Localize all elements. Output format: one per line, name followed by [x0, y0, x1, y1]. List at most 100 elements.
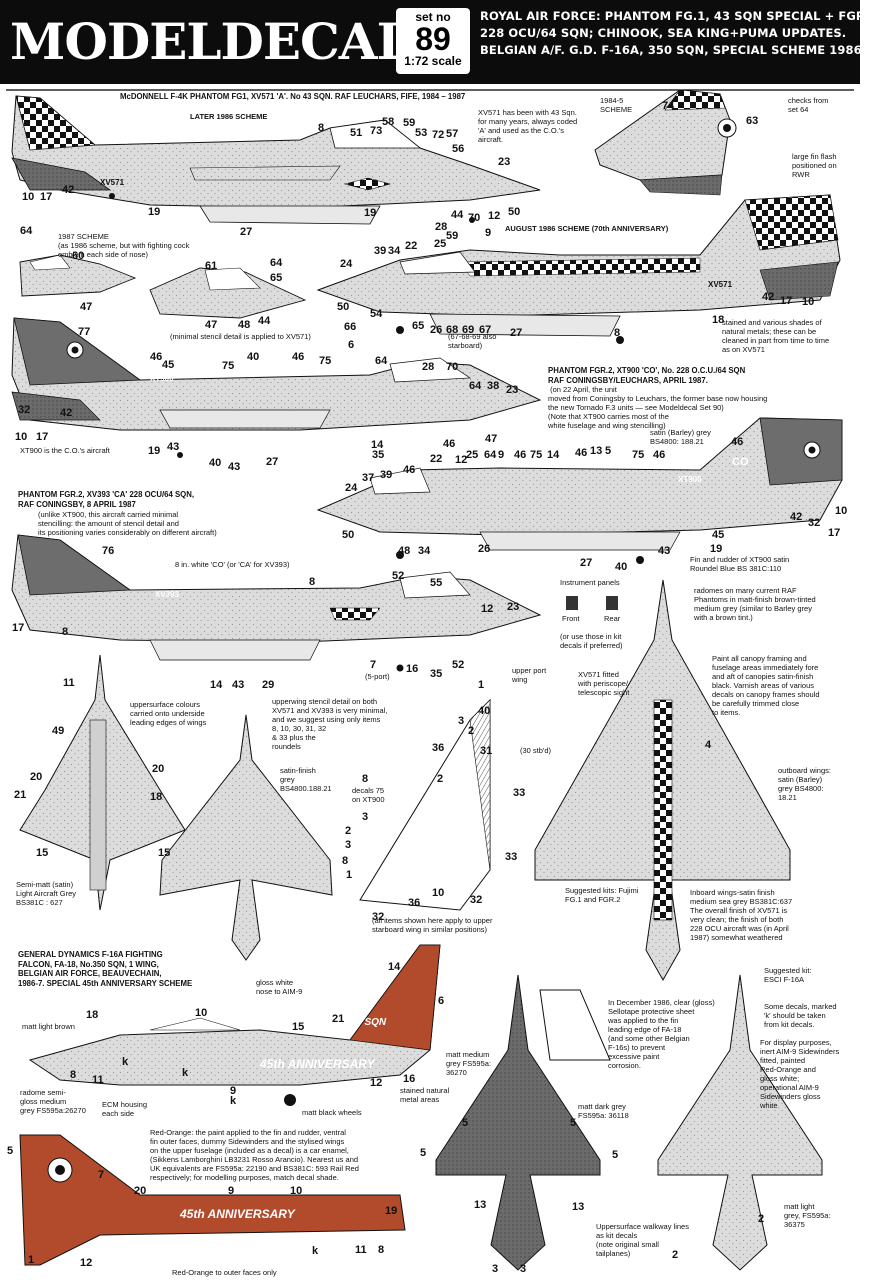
decal-callout-c116: 12 — [481, 603, 494, 615]
serial-xt900: XT900 — [150, 374, 174, 383]
decal-callout-c6: 53 — [415, 127, 428, 139]
f16-underside-view — [657, 974, 823, 1271]
fin-rudder-note: Fin and rudder of XT900 satin Roundel Bl… — [690, 555, 790, 573]
decal-callout-c112: 76 — [102, 545, 115, 557]
decal-callout-c25: 60 — [72, 250, 85, 262]
decal-callout-c151: 10 — [432, 887, 445, 899]
phantom-fg1-xv571-august-1986 — [316, 194, 841, 344]
decal-callout-c17: 28 — [435, 221, 448, 233]
decal-callout-c117: 23 — [507, 601, 520, 613]
decal-callout-c20: 12 — [488, 210, 501, 222]
decal-callout-c111: 10 — [835, 505, 848, 517]
decal-callout-c188: 5 — [7, 1145, 14, 1157]
header-line-3: BELGIAN A/F. G.D. F-16A, 350 SQN, SPECIA… — [480, 43, 862, 57]
decal-callout-c9: 56 — [452, 143, 465, 155]
decal-callout-c48: 8 — [614, 327, 621, 339]
decal-callout-c45: 69 — [462, 324, 475, 336]
matt-medium-grey-note: matt medium grey FS595a: 36270 — [446, 1050, 492, 1077]
decal-callout-c97: 37 — [362, 472, 375, 484]
sqn-code: 350 SQN — [345, 1017, 387, 1028]
decal-callout-c99: 50 — [342, 529, 355, 541]
decal-callout-c19: 70 — [468, 212, 481, 224]
fgr2-ca-text: (unlike XT900, this aircraft carried min… — [38, 510, 217, 537]
decal-callout-c89: 14 — [547, 449, 560, 461]
decal-callout-c94: 46 — [653, 449, 666, 461]
decal-callout-c72: 19 — [148, 445, 161, 457]
decal-callout-c22: 74 — [662, 100, 675, 112]
matt-dark-grey-note: matt dark grey FS595a: 36118 — [578, 1102, 629, 1120]
label-scheme-1984-5: 1984-5 SCHEME — [600, 96, 633, 114]
decal-callout-c134: 15 — [158, 847, 171, 859]
decal-callout-c164: k — [182, 1067, 189, 1079]
decal-callout-c183: 1 — [28, 1254, 35, 1266]
decal-callout-c109: 32 — [808, 517, 821, 529]
decal-callout-c73: 43 — [167, 441, 180, 453]
fgr2-co-title: PHANTOM FGR.2, XT900 'CO', No. 228 O.C.U… — [548, 366, 746, 385]
decal-callout-c110: 17 — [828, 527, 841, 539]
header-line-1: ROYAL AIR FORCE: PHANTOM FG.1, 43 SQN SP… — [480, 9, 882, 23]
decal-callout-c88: 75 — [530, 449, 543, 461]
decal-callout-c64: 70 — [446, 361, 459, 373]
phantom-fg1-tail-1984 — [594, 89, 737, 196]
decal-callout-c59: 40 — [247, 351, 260, 363]
decal-callout-c149: 33 — [505, 851, 518, 863]
decal-callout-c131: 21 — [14, 789, 27, 801]
ecm-housing-note: ECM housing each side — [102, 1100, 148, 1118]
f16-section-title: GENERAL DYNAMICS F-16A FIGHTING FALCON, … — [18, 950, 193, 988]
decal-callout-c66: 38 — [487, 380, 500, 392]
decal-callout-c23: 63 — [746, 115, 759, 127]
decal-callout-c43: 26 — [430, 324, 443, 336]
anniversary-marking-tail: 45th ANNIVERSARY — [180, 1207, 295, 1221]
decal-callout-c84: 25 — [466, 449, 479, 461]
set-label: set no — [415, 10, 451, 24]
decal-callout-c47: 27 — [510, 327, 523, 339]
decal-callout-c150: 36 — [408, 897, 421, 909]
header-description: ROYAL AIR FORCE: PHANTOM FG.1, 43 SQN SP… — [480, 8, 882, 59]
decal-callout-c130: 20 — [152, 763, 165, 775]
decal-callout-c182: 19 — [385, 1205, 398, 1217]
decal-callout-c146: 3 — [345, 839, 352, 851]
fin-flash-note: large fin flash positioned on RWR — [792, 152, 837, 179]
decal-callout-c152: 32 — [470, 894, 483, 906]
stained-note: stained and various shades of natural me… — [722, 318, 830, 354]
decal-callout-c8: 57 — [446, 128, 459, 140]
satin-finish-grey: satin-finish grey BS4800.188.21 — [280, 766, 332, 793]
decal-callout-c7: 72 — [432, 129, 445, 141]
matt-light-brown-note: matt light brown — [22, 1022, 75, 1031]
decal-callout-c166: 9 — [230, 1085, 237, 1097]
decals-75-note: decals 75 on XT900 — [352, 786, 385, 804]
decal-callout-c98: 39 — [380, 469, 393, 481]
decal-callout-c141: 8 — [362, 773, 369, 785]
decal-callout-c157: 18 — [86, 1009, 99, 1021]
decal-callout-c125: 43 — [232, 679, 245, 691]
phantom-upper-grey-view — [159, 714, 333, 961]
decal-callout-c136: 40 — [478, 705, 491, 717]
decal-callout-c90: 46 — [575, 447, 588, 459]
decal-callout-c143: 33 — [513, 787, 526, 799]
decal-callout-c76: 27 — [266, 456, 279, 468]
decal-callout-c34: 39 — [374, 245, 387, 257]
phantom-fgr2-xt900-starboard — [316, 417, 843, 564]
phantom-fg1-xv571-side — [11, 95, 541, 225]
xt900-co-note: XT900 is the C.O.'s aircraft — [20, 446, 110, 455]
december-1986-note: In December 1986, clear (gloss) Sellotap… — [608, 998, 715, 1070]
set-number: 89 — [415, 21, 451, 57]
walkway-note: Uppersurface walkway lines as kit decals… — [596, 1222, 689, 1258]
decal-callout-c37: 25 — [434, 238, 447, 250]
min-stencil-note: (minimal stencil detail is applied to XV… — [170, 332, 311, 341]
decal-callout-c113: 8 — [309, 576, 316, 588]
decal-callout-c121: 16 — [406, 663, 419, 675]
decal-callout-c171: 13 — [474, 1199, 487, 1211]
decal-callout-c92: 5 — [605, 445, 612, 457]
decal-callout-c160: 21 — [332, 1013, 345, 1025]
decal-callout-c53: 66 — [344, 321, 357, 333]
front-label: Front — [562, 614, 580, 623]
decal-callout-c49: 42 — [762, 291, 775, 303]
decal-callout-c127: 11 — [63, 677, 75, 689]
uppersurface-note: uppersurface colours carried onto unders… — [130, 700, 207, 727]
radome-note: radomes on many current RAF Phantoms in … — [694, 586, 816, 622]
instrument-panel-icons — [566, 596, 618, 610]
decal-callout-c50: 17 — [780, 295, 793, 307]
serial-xv571: XV571 — [100, 178, 125, 187]
code-co: CO — [118, 350, 135, 362]
